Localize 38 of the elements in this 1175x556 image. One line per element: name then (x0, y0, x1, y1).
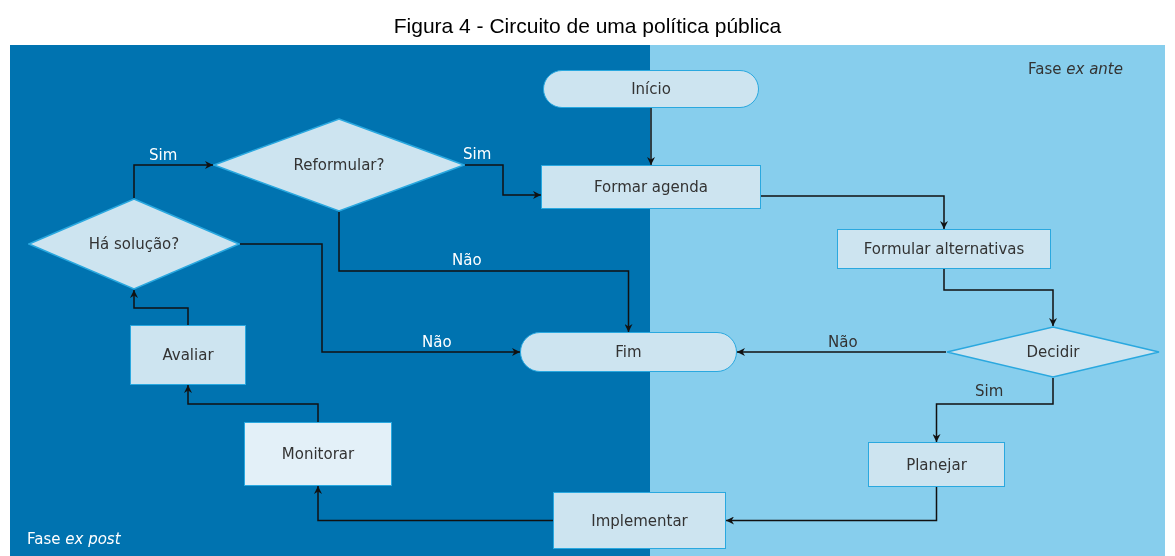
arrow (647, 107, 655, 166)
arrow (338, 211, 633, 333)
arrow (130, 289, 189, 326)
arrow (239, 243, 521, 356)
process-box (837, 229, 1051, 269)
decision-diamond (946, 326, 1160, 378)
terminator-shape (543, 70, 759, 108)
arrow (736, 348, 947, 356)
node-label: Formar agenda (593, 178, 709, 196)
process-box (553, 492, 726, 549)
arrow (184, 384, 319, 423)
phase-label: Fase ex post (27, 530, 121, 548)
process-box (244, 422, 392, 486)
node-label: Fim (615, 343, 642, 361)
phase-label: Fase ex ante (1028, 60, 1123, 78)
node-label: Há solução? (88, 235, 180, 253)
node-label: Formular alternativas (863, 240, 1025, 258)
arrow (464, 164, 542, 199)
node-label: Implementar (591, 511, 688, 530)
arrow (725, 486, 938, 525)
arrow (932, 377, 1054, 443)
arrow (133, 161, 214, 199)
node-label: Início (631, 80, 671, 98)
figure-title: Figura 4 - Circuito de uma política pública (392, 14, 783, 38)
decision-diamond (213, 118, 465, 212)
node-label: Reformular? (293, 156, 385, 174)
arrow (314, 485, 554, 522)
node-label: Avaliar (162, 346, 214, 364)
decision-diamond (28, 198, 240, 290)
process-box (541, 165, 761, 209)
process-box (130, 325, 246, 385)
arrow (760, 195, 948, 230)
process-box (868, 442, 1005, 487)
terminator-shape (520, 332, 737, 372)
arrow (943, 268, 1057, 327)
node-label: Planejar (906, 455, 967, 474)
node-label: Decidir (1026, 343, 1080, 361)
node-label: Monitorar (281, 445, 355, 463)
